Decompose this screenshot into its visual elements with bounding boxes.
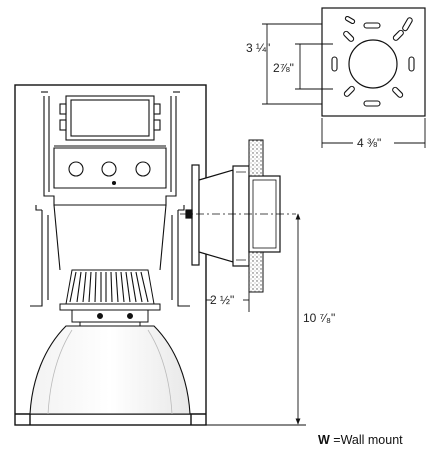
plate-width-label: 4 ⅜" (357, 136, 381, 150)
plate-dimension-lines (262, 23, 426, 148)
plate-center-hole (348, 39, 398, 89)
wall-mount-text: =Wall mount (329, 433, 403, 447)
plate-height-label: 3 ¼" (246, 41, 270, 55)
mount-height-label: 10 ⁷⁄₈" (303, 311, 335, 325)
reflector-cone (29, 325, 191, 415)
hole-spacing-label: 2⅞" (273, 61, 294, 75)
mount-height-dimension (206, 213, 306, 426)
offset-dimension (205, 290, 250, 312)
mounting-plate (321, 7, 426, 117)
wall-mount-assembly (185, 164, 281, 267)
offset-label: 2 ½" (210, 293, 234, 307)
wall-section (248, 139, 264, 293)
caption: W =Wall mount (318, 433, 403, 447)
junction-box-bracket (41, 91, 180, 206)
wall-mount-symbol: W (318, 433, 330, 447)
led-heat-sink (59, 269, 161, 327)
mounting-rails (30, 204, 190, 307)
